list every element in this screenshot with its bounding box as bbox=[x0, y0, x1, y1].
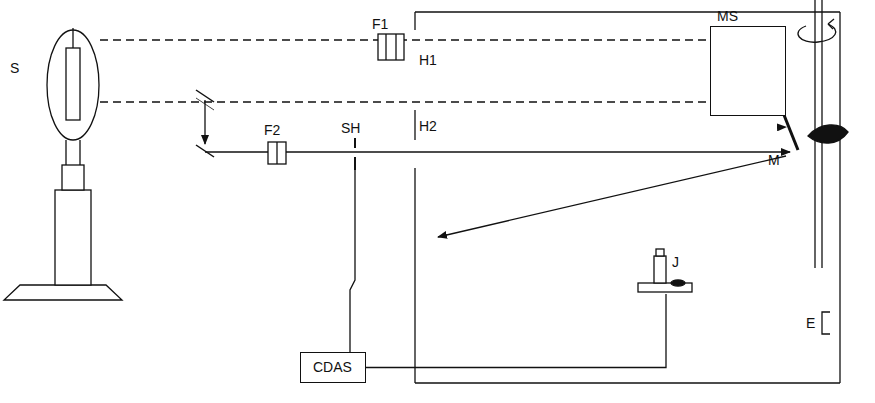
part-label: F1 bbox=[372, 16, 388, 32]
node-label: CDAS bbox=[313, 359, 353, 375]
mirror-system-box: MS bbox=[710, 26, 786, 116]
part-label: H1 bbox=[419, 52, 437, 68]
part-label: F2 bbox=[264, 122, 280, 138]
device-symbol bbox=[636, 246, 696, 294]
part-label: SH bbox=[341, 120, 360, 136]
part-label: H2 bbox=[419, 118, 437, 134]
node-label: J bbox=[672, 254, 679, 270]
signal-wire bbox=[366, 294, 666, 368]
acquisition-box: CDAS bbox=[300, 352, 366, 383]
device-node: J bbox=[636, 246, 696, 294]
node-label: MS bbox=[717, 8, 738, 24]
part-label: M bbox=[768, 152, 780, 168]
part-label: S bbox=[10, 60, 19, 76]
part-label: E bbox=[806, 315, 815, 331]
